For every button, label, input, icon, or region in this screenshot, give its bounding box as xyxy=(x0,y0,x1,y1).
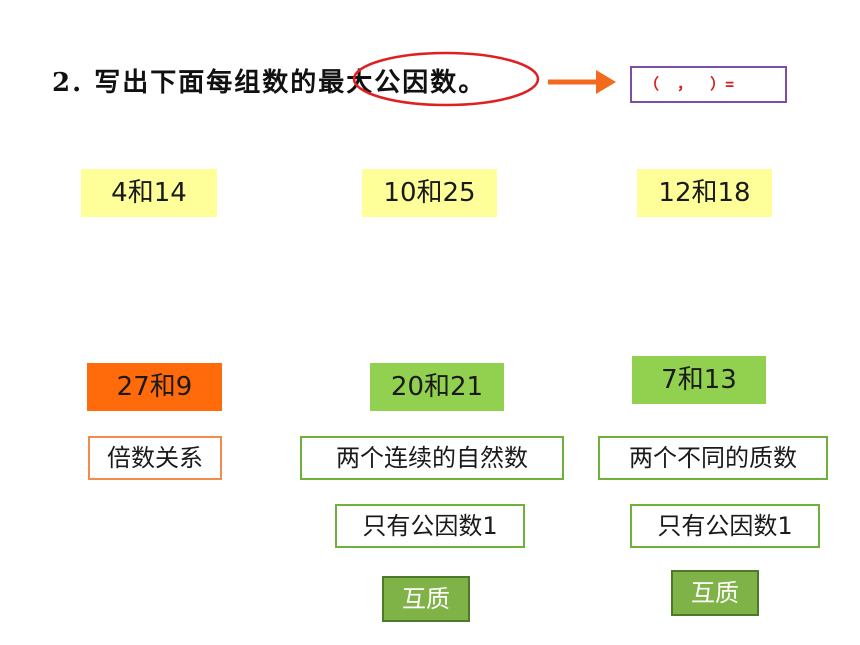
title-prefix: 写出下面每组数的 xyxy=(94,68,319,98)
number-pair-27-9: 27和9 xyxy=(87,363,222,411)
note-only-common-factor-1: 只有公因数1 xyxy=(335,504,525,548)
coprime-tag: 互质 xyxy=(382,576,470,622)
note-multiple-relation: 倍数关系 xyxy=(88,436,222,480)
answer-format-box: （ ， ）= xyxy=(630,66,787,103)
arrow-head-icon xyxy=(596,70,616,94)
title-suffix: 。 xyxy=(458,68,487,98)
number-pair-4-14: 4和14 xyxy=(81,169,217,217)
number-pair-12-18: 12和18 xyxy=(637,169,772,217)
number-pair-20-21: 20和21 xyxy=(370,363,504,411)
number-pair-7-13: 7和13 xyxy=(632,356,766,404)
exercise-title: 2. 写出下面每组数的最大公因数。 xyxy=(52,62,486,102)
number-pair-10-25: 10和25 xyxy=(362,169,497,217)
note-only-common-factor-1: 只有公因数1 xyxy=(630,504,820,548)
exercise-number: 2. xyxy=(52,68,84,98)
highlight-circle xyxy=(352,51,540,107)
note-consecutive-naturals: 两个连续的自然数 xyxy=(300,436,564,480)
coprime-tag: 互质 xyxy=(671,570,759,616)
note-different-primes: 两个不同的质数 xyxy=(598,436,828,480)
title-highlight: 最大公因数 xyxy=(318,68,459,98)
